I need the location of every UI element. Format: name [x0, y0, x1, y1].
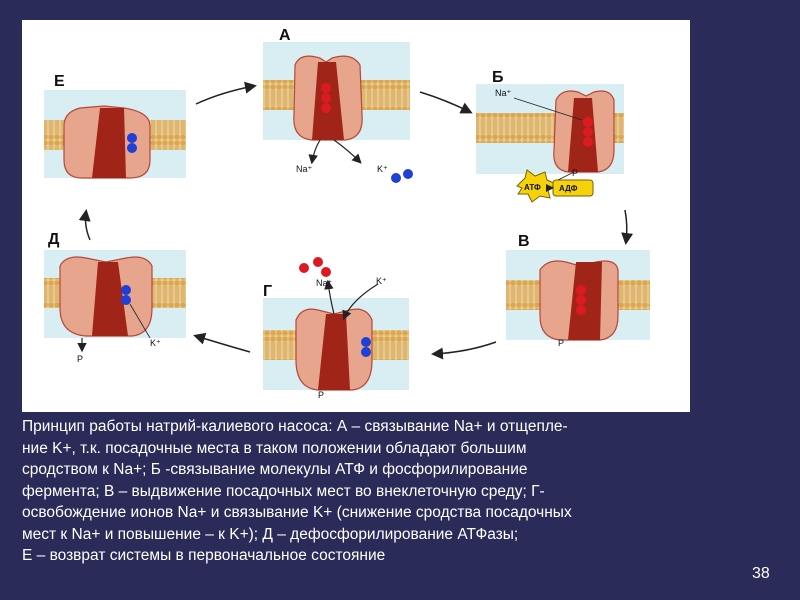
na-label: Na⁺ [316, 278, 333, 288]
na-ion [321, 267, 331, 277]
na-ion [576, 305, 586, 315]
p-label: P [318, 390, 324, 400]
panel-e [44, 250, 186, 353]
slide-number: 38 [752, 565, 770, 582]
cycle-arrow-f-to-a [195, 81, 257, 105]
cycle-arrow-a-to-b [419, 91, 473, 114]
panel-letter-f: Е [54, 73, 65, 90]
panel-a [263, 42, 413, 183]
panel-d [263, 257, 409, 391]
cycle-arrow-d-to-e [193, 332, 251, 353]
p-pointer [557, 171, 575, 181]
cycle-arrow-e-to-f [78, 209, 91, 241]
na-release-arrow [324, 279, 335, 315]
cycle-arrow-c-to-d [431, 341, 497, 360]
p-label: P [572, 168, 578, 178]
na-ion [583, 117, 593, 127]
panel-b [476, 84, 624, 203]
panel-c [506, 250, 650, 341]
caption-line: ние K+, т.к. посадочные места в таком по… [22, 439, 527, 457]
k-label: K⁺ [376, 276, 387, 286]
panel-f [44, 90, 186, 179]
adp-label: АДФ [559, 184, 578, 193]
panel-b-channel [568, 98, 598, 172]
k-label: K⁺ [377, 164, 388, 174]
caption-line: Принцип работы натрий-калиевого насоса: … [22, 418, 568, 435]
panel-letter-d: Г [263, 283, 272, 300]
k-ion [127, 133, 137, 143]
na-label: Na⁺ [296, 164, 313, 174]
caption-line: фермента; В – выдвижение посадочных мест… [22, 482, 545, 500]
cycle-arrow-b-to-c [621, 209, 634, 245]
caption-line: мест к Na+ и повышение – к K+); Д – дефо… [22, 525, 519, 543]
k-entry-arrow [342, 283, 379, 321]
na-ion [576, 295, 586, 305]
ion-path-arrow [333, 139, 362, 164]
na-label: Na⁺ [495, 88, 512, 98]
caption-line: Е – возврат системы в первоначальное сос… [22, 547, 386, 564]
na-ion [321, 103, 331, 113]
na-ion [321, 83, 331, 93]
p-label: P [558, 338, 564, 348]
na-ion [576, 285, 586, 295]
na-ion [583, 137, 593, 147]
k-ion [121, 285, 131, 295]
panel-letter-b: Б [492, 69, 504, 86]
na-ion [583, 127, 593, 137]
panel-d-channel [318, 314, 350, 390]
panel-letter-e: Д [48, 231, 60, 248]
k-ion [121, 295, 131, 305]
na-pointer [513, 97, 583, 121]
na-ion [313, 257, 323, 267]
panel-letter-c: В [518, 233, 530, 250]
k-ion [361, 337, 371, 347]
na-ion [299, 263, 309, 273]
panel-e-channel [92, 262, 128, 336]
k-ion [127, 143, 137, 153]
caption-line: сродством к Na+; Б -связывание молекулы … [22, 461, 528, 478]
k-pointer [129, 303, 151, 339]
k-ion [391, 173, 401, 183]
atp-label: АТФ [524, 183, 541, 192]
panel-f-channel [92, 108, 126, 178]
k-ion [361, 347, 371, 357]
k-label: K⁺ [150, 338, 161, 348]
panel-letter-a: А [279, 27, 291, 44]
ion-path-arrow [308, 139, 321, 165]
p-label: P [77, 354, 83, 364]
figure-caption: Принцип работы натрий-калиевого насоса: … [22, 416, 762, 567]
k-ion [403, 169, 413, 179]
na-ion [321, 93, 331, 103]
caption-line: освобождение ионов Na+ и связывание K+ (… [22, 504, 572, 521]
